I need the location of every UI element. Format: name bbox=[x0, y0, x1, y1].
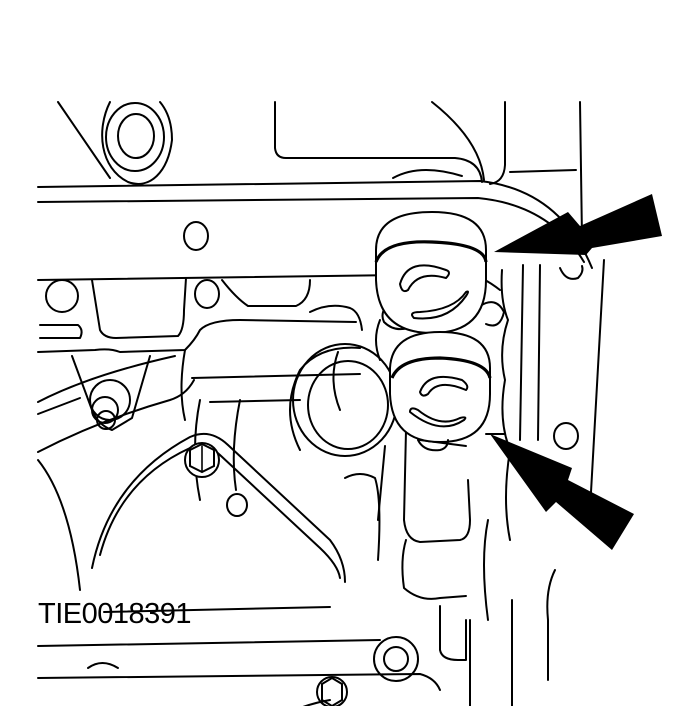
lower-bracket bbox=[91, 432, 346, 613]
top-bracket bbox=[274, 101, 583, 239]
lower-rail bbox=[37, 636, 441, 706]
upper-rail bbox=[37, 180, 593, 291]
lower-arrow-icon bbox=[490, 434, 634, 550]
lower-cylinder bbox=[389, 330, 492, 452]
top-boss bbox=[57, 101, 173, 185]
upper-cylinder bbox=[374, 210, 505, 335]
bolt-icon bbox=[316, 676, 348, 706]
figure-label: TIE0018391 bbox=[38, 598, 192, 630]
upper-arrow-icon bbox=[494, 194, 662, 255]
central-pipe bbox=[289, 343, 398, 457]
left-structures bbox=[37, 277, 363, 431]
bolt-icon bbox=[184, 442, 220, 478]
valve-channel bbox=[344, 319, 505, 661]
right-frame bbox=[469, 259, 605, 706]
